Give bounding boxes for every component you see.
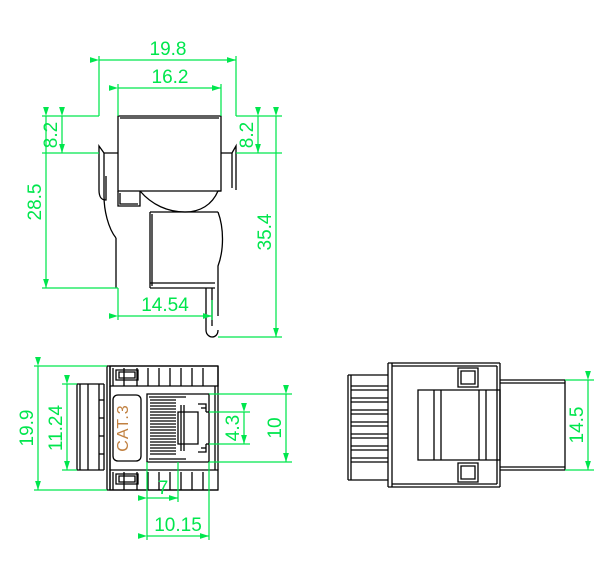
front-view-geometry xyxy=(76,365,219,491)
front-view-dimensions xyxy=(34,357,292,540)
front-view: CAT.3 1 xyxy=(17,357,292,540)
dimension-label-10-15: 10.15 xyxy=(154,515,202,536)
dimension-label-8-2-right: 8.2 xyxy=(237,122,258,148)
side-view: 19.8 16.2 8.2 8.2 28.5 35.4 14.54 xyxy=(25,39,282,338)
dimension-label-10: 10 xyxy=(265,417,286,438)
side-view-geometry xyxy=(98,115,237,338)
rear-view-dimensions xyxy=(565,371,594,471)
side-view-dimensions xyxy=(42,56,282,338)
dimension-label-19-9: 19.9 xyxy=(17,410,38,447)
dimension-label-19-8: 19.8 xyxy=(150,39,187,60)
dimension-label-35-4: 35.4 xyxy=(255,213,276,250)
dimension-label-7: 7 xyxy=(158,478,169,499)
dimension-label-11-24: 11.24 xyxy=(46,405,67,452)
dimension-label-14-5: 14.5 xyxy=(567,407,588,444)
dimension-label-8-2-left: 8.2 xyxy=(41,122,62,148)
dimension-label-4-3: 4.3 xyxy=(223,415,244,441)
rear-view-geometry xyxy=(347,362,566,488)
dimension-label-28-5: 28.5 xyxy=(25,184,46,221)
dimension-label-14-54: 14.54 xyxy=(141,295,189,316)
part-marking-cat3: CAT.3 xyxy=(115,404,132,451)
dimension-label-16-2: 16.2 xyxy=(152,67,189,88)
rear-view: 14.5 xyxy=(347,362,594,488)
